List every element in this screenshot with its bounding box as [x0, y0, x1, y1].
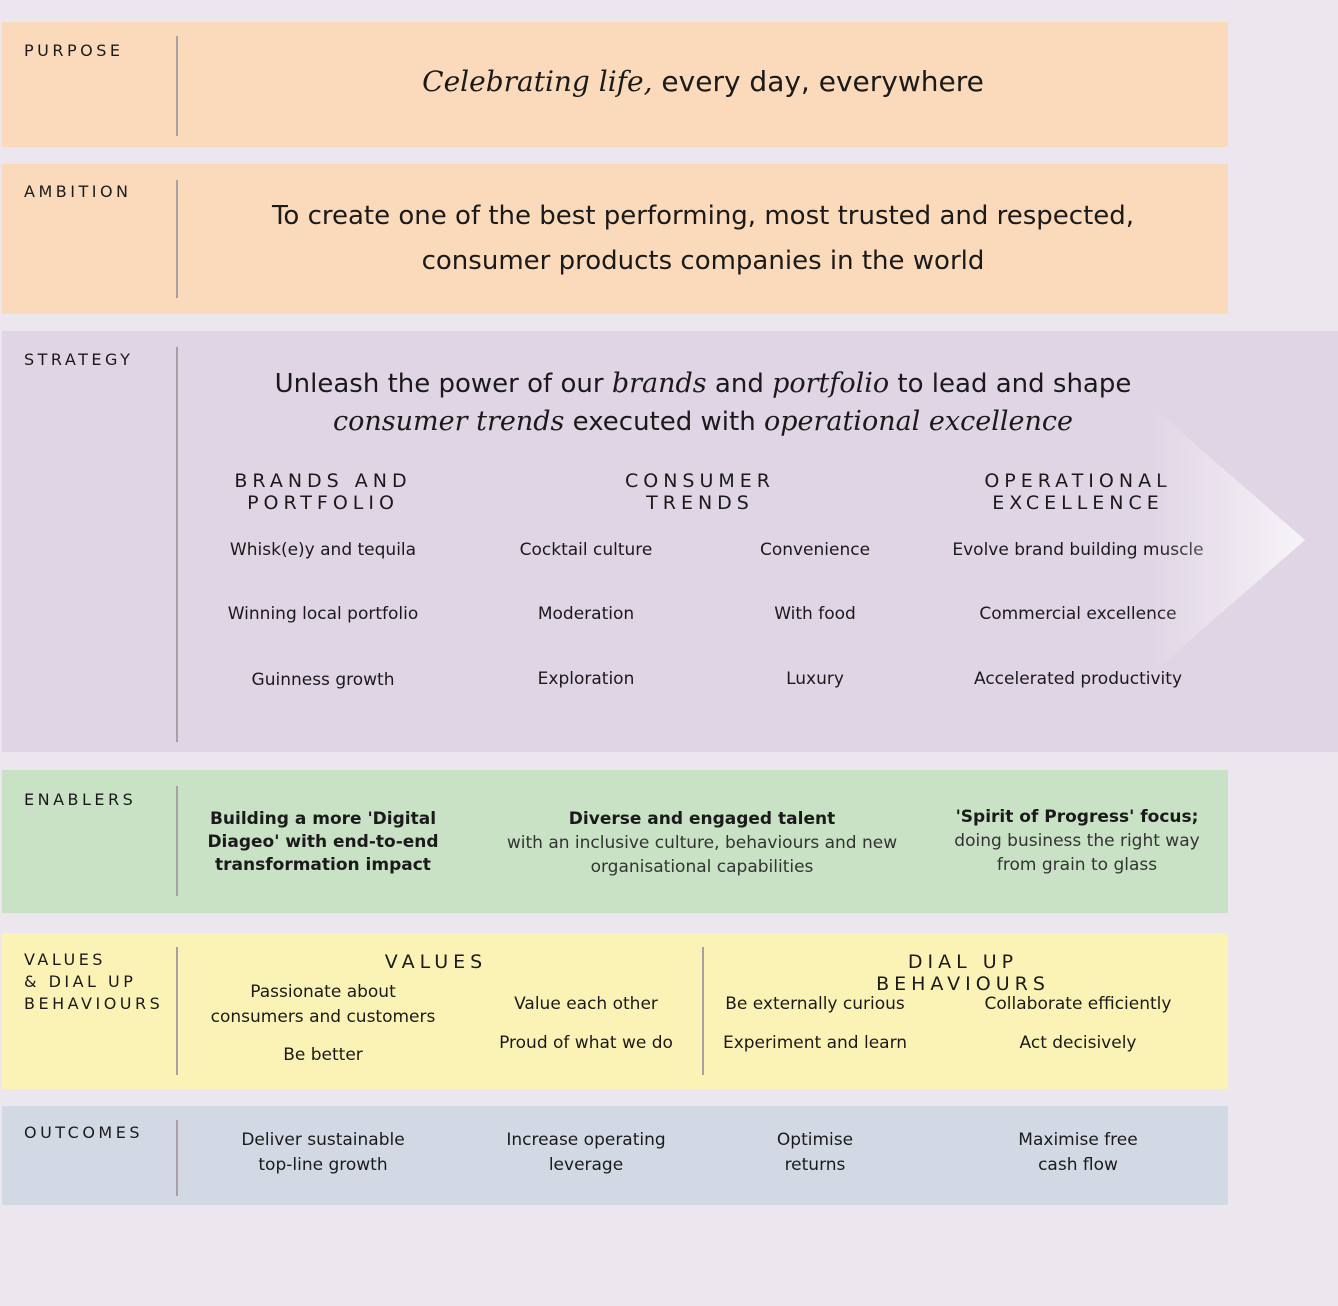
headline-text-4: executed with — [564, 407, 764, 437]
pillar-title-consumer: CONSUMER TRENDS — [624, 470, 776, 514]
headline-consumer-trends: consumer trends — [333, 406, 565, 437]
purpose-band: PURPOSE Celebrating life, every day, eve… — [2, 22, 1228, 147]
headline-brands: brands — [611, 368, 707, 399]
pillar-title-brands: BRANDS AND PORTFOLIO — [234, 470, 412, 514]
behaviour-item: Experiment and learn — [722, 1033, 908, 1053]
value-item: Value each other — [514, 994, 658, 1014]
ambition-label: AMBITION — [24, 182, 132, 201]
headline-text-1: Unleash the power of our — [274, 369, 612, 399]
purpose-statement-rest: every day, everywhere — [652, 65, 984, 98]
values-band: VALUES & DIAL UP BEHAVIOURS VALUES DIAL … — [2, 933, 1228, 1089]
purpose-label: PURPOSE — [24, 41, 124, 60]
strategy-arrow-icon — [1150, 405, 1305, 675]
behaviour-item: Act decisively — [1019, 1033, 1137, 1053]
purpose-statement: Celebrating life, every day, everywhere — [178, 62, 1228, 102]
pillar-item: With food — [774, 604, 856, 624]
enabler-talent: Diverse and engaged talent with an inclu… — [462, 807, 942, 879]
headline-portfolio: portfolio — [772, 368, 890, 399]
enabler-digital: Building a more 'Digital Diageo' with en… — [207, 809, 439, 875]
values-behaviours-divider — [702, 947, 704, 1075]
ambition-statement: To create one of the best performing, mo… — [178, 194, 1228, 284]
strategy-band: STRATEGY Unleash the power of our brands… — [2, 331, 1338, 752]
enabler-spirit: 'Spirit of Progress' focus; doing busine… — [902, 805, 1252, 877]
values-label: VALUES & DIAL UP BEHAVIOURS — [24, 950, 164, 1013]
pillar-item: Guinness growth — [251, 670, 395, 690]
headline-text-3: to lead and shape — [889, 369, 1132, 399]
strategy-label: STRATEGY — [24, 350, 134, 369]
enablers-label: ENABLERS — [24, 790, 137, 809]
outcome-item: Deliver sustainable top-line growth — [241, 1130, 405, 1175]
behaviour-item: Collaborate efficiently — [984, 994, 1172, 1014]
outcome-item: Increase operating leverage — [506, 1130, 666, 1175]
outcome-item: Optimise returns — [776, 1130, 854, 1175]
pillar-title-operational: OPERATIONAL EXCELLENCE — [984, 470, 1172, 514]
pillar-item: Accelerated productivity — [973, 669, 1183, 689]
purpose-divider — [176, 36, 178, 136]
pillar-item: Luxury — [786, 669, 844, 689]
value-item: Proud of what we do — [499, 1033, 673, 1053]
enabler-spirit-desc: doing business the right way from grain … — [954, 831, 1200, 875]
pillar-item: Whisk(e)y and tequila — [229, 540, 417, 560]
enabler-talent-desc: with an inclusive culture, behaviours an… — [506, 833, 898, 877]
pillar-item: Commercial excellence — [979, 604, 1177, 624]
outcomes-label: OUTCOMES — [24, 1123, 143, 1142]
value-item: Passionate about consumers and customers — [210, 982, 436, 1027]
behaviours-title: DIAL UP BEHAVIOURS — [876, 951, 1050, 995]
value-item: Be better — [283, 1045, 363, 1065]
enablers-band: ENABLERS Building a more 'Digital Diageo… — [2, 770, 1228, 913]
headline-operational-excellence: operational excellence — [763, 406, 1073, 437]
pillar-item: Exploration — [537, 669, 635, 689]
ambition-line-1: To create one of the best performing, mo… — [271, 201, 1135, 231]
headline-text-2: and — [706, 369, 773, 399]
outcome-item: Maximise free cash flow — [1018, 1130, 1138, 1175]
strategy-divider — [176, 347, 178, 742]
pillar-item: Evolve brand building muscle — [952, 540, 1204, 560]
pillar-item: Moderation — [537, 604, 635, 624]
pillar-item: Convenience — [759, 540, 871, 560]
enablers-divider — [176, 786, 178, 896]
values-title: VALUES — [384, 951, 488, 973]
outcomes-divider — [176, 1120, 178, 1196]
ambition-band: AMBITION To create one of the best perfo… — [2, 164, 1228, 314]
behaviour-item: Be externally curious — [725, 994, 905, 1014]
purpose-statement-italic: Celebrating life, — [422, 65, 653, 98]
ambition-line-2: consumer products companies in the world — [421, 246, 985, 276]
pillar-item: Winning local portfolio — [227, 604, 419, 624]
values-divider — [176, 947, 178, 1075]
strategy-headline-line-2: consumer trends executed with operationa… — [178, 403, 1228, 441]
strategy-headline-line-1: Unleash the power of our brands and port… — [178, 365, 1228, 403]
outcomes-band: OUTCOMES Deliver sustainable top-line gr… — [2, 1106, 1228, 1205]
enabler-talent-title: Diverse and engaged talent — [568, 809, 836, 829]
pillar-item: Cocktail culture — [519, 540, 653, 560]
strategy-headline: Unleash the power of our brands and port… — [178, 365, 1228, 441]
enabler-spirit-title: 'Spirit of Progress' focus; — [955, 807, 1199, 827]
ambition-divider — [176, 180, 178, 298]
